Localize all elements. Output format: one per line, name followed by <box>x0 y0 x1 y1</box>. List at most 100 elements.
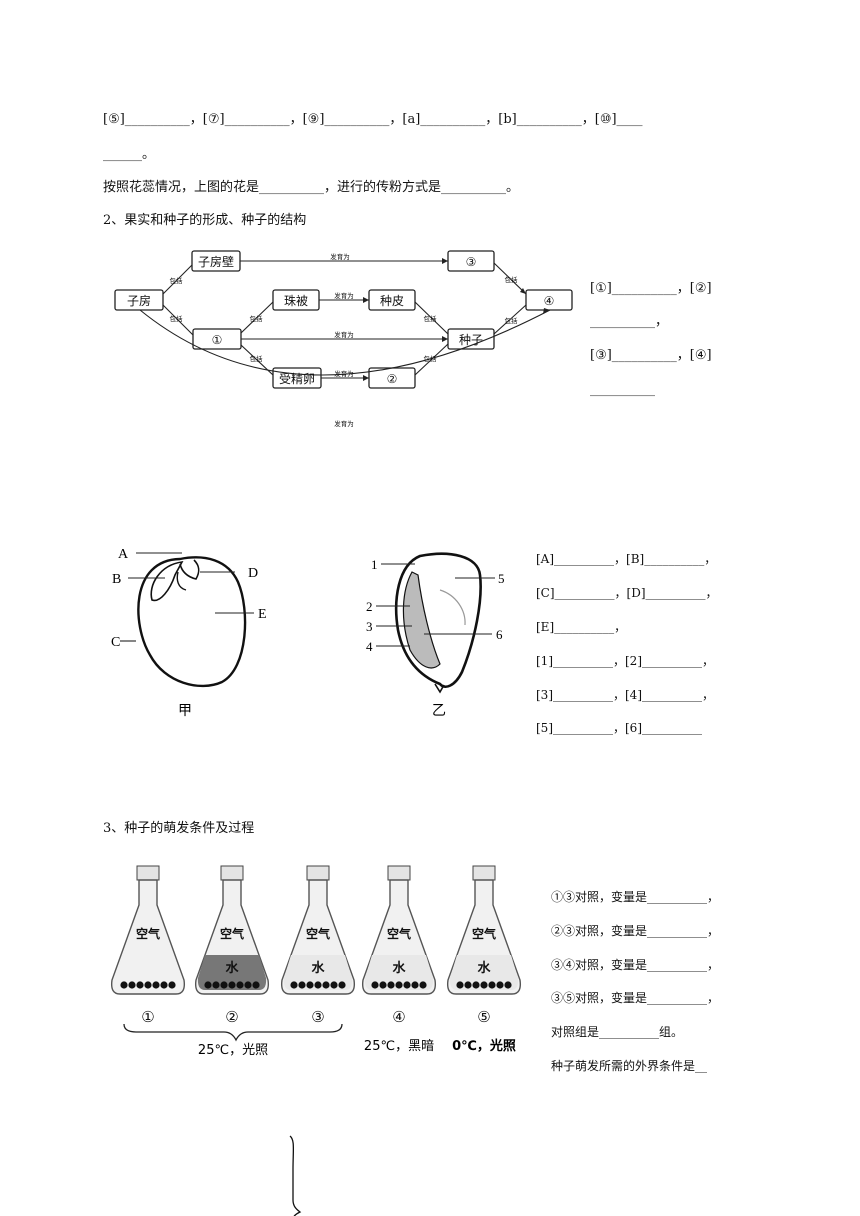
seed-dot <box>298 981 306 989</box>
label-includes-3: 包括 <box>250 314 264 323</box>
flow-blank-line4: __________ <box>590 382 655 397</box>
box-zygote: 受精卵 <box>279 372 315 386</box>
box-blank-1: ① <box>212 333 223 347</box>
flask-air-label: 空气 <box>220 926 244 941</box>
flask-2: 水 空气 ② <box>194 865 270 1026</box>
jia-label-e: E <box>258 607 267 622</box>
label-includes-8: 包括 <box>505 316 519 325</box>
seed-dot <box>252 981 260 989</box>
seed-dot <box>464 981 472 989</box>
fill-line-continuation: ______。 <box>103 147 156 162</box>
label-includes-2: 包括 <box>170 314 184 323</box>
fill-line-flower-parts: [⑤]__________，[⑦]__________，[⑨]_________… <box>103 112 643 127</box>
box-integument: 珠被 <box>284 294 308 308</box>
seed-dot <box>228 981 236 989</box>
condition-group-5: 0℃，光照 <box>452 1038 516 1054</box>
label-includes-4: 包括 <box>250 354 264 363</box>
fill-line-pollination: 按照花蕊情况，上图的花是__________，进行的传粉方式是_________… <box>103 180 520 195</box>
flask-water-label: 水 <box>225 960 239 976</box>
flow-blank-line3: [③]__________，[④] <box>590 348 712 363</box>
flask-4: 水 空气 ④ <box>361 865 437 1026</box>
seed-blank-line1: [A]__________，[B]__________， <box>536 552 717 566</box>
seed-dot <box>244 981 252 989</box>
flask-3: 水 空气 ③ <box>280 865 356 1026</box>
seed-dot <box>504 981 512 989</box>
seed-dot <box>480 981 488 989</box>
box-blank-3: ③ <box>466 255 477 269</box>
germ-blank-line4: ③⑤对照，变量是__________， <box>551 991 720 1005</box>
flask-water-label: 水 <box>392 960 406 976</box>
label-develops-5: 发育为 <box>334 419 354 428</box>
label-develops-3: 发育为 <box>334 330 354 339</box>
label-develops-2: 发育为 <box>334 291 354 300</box>
seed-dot <box>403 981 411 989</box>
seed-dot <box>236 981 244 989</box>
condition-group-123: 25℃，光照 <box>198 1043 268 1058</box>
flask-number: ② <box>225 1008 238 1026</box>
germ-blank-line6: 种子萌发所需的外界条件是__ <box>551 1059 708 1073</box>
condition-group-4: 25℃，黑暗 <box>364 1039 434 1054</box>
yi-label-2: 2 <box>366 599 373 614</box>
label-includes-6: 包括 <box>424 354 438 363</box>
germ-blank-line2: ②③对照，变量是__________， <box>551 924 720 938</box>
seed-dot <box>395 981 403 989</box>
seed-dot <box>488 981 496 989</box>
box-seed: 种子 <box>459 333 483 347</box>
box-blank-2: ② <box>387 372 398 386</box>
seed-dot <box>338 981 346 989</box>
seed-dot <box>330 981 338 989</box>
group-brace <box>123 1023 343 1042</box>
box-blank-4: ④ <box>544 294 555 308</box>
flow-blank-line1: [①]__________，[②] <box>590 281 712 296</box>
flask-air-label: 空气 <box>387 926 411 941</box>
jia-label-d: D <box>248 566 258 581</box>
label-develops-4: 发育为 <box>334 369 354 378</box>
seed-dot <box>387 981 395 989</box>
seed-blank-line3: [E]__________， <box>536 620 627 634</box>
flask-1: 空气① <box>110 865 186 1026</box>
seed-dot <box>204 981 212 989</box>
seed-dot <box>456 981 464 989</box>
seed-dot <box>379 981 387 989</box>
seed-dot <box>322 981 330 989</box>
box-ovary: 子房 <box>127 293 151 308</box>
seed-dot <box>496 981 504 989</box>
seed-dot <box>220 981 228 989</box>
jia-label-b: B <box>112 572 121 587</box>
section-title-germination: 3、种子的萌发条件及过程 <box>103 821 255 836</box>
seed-dot <box>306 981 314 989</box>
label-includes-7: 包括 <box>505 275 519 284</box>
yi-label-1: 1 <box>371 557 378 572</box>
yi-label-3: 3 <box>366 619 373 634</box>
seed-dot <box>419 981 427 989</box>
yi-caption: 乙 <box>432 703 446 719</box>
germ-blank-line3: ③④对照，变量是__________， <box>551 958 720 972</box>
yi-label-6: 6 <box>496 627 503 642</box>
box-seed-coat: 种皮 <box>380 294 404 308</box>
jia-label-c: C <box>111 635 120 650</box>
flask-water-label: 水 <box>311 960 325 976</box>
germ-blank-line1: ①③对照，变量是__________， <box>551 890 720 904</box>
seed-dot <box>371 981 379 989</box>
flask-number: ③ <box>311 1008 324 1026</box>
seed-dot <box>314 981 322 989</box>
flask-air-label: 空气 <box>136 926 160 941</box>
seed-dot <box>168 981 176 989</box>
flow-blank-line2: __________， <box>590 314 669 329</box>
yi-label-4: 4 <box>366 639 373 654</box>
seed-blank-line6: [5]__________，[6]__________ <box>536 721 702 735</box>
seed-dot <box>128 981 136 989</box>
box-ovary-wall: 子房壁 <box>198 254 234 269</box>
seed-dot <box>152 981 160 989</box>
seed-dot <box>212 981 220 989</box>
flask-air-label: 空气 <box>306 926 330 941</box>
label-includes-1: 包括 <box>170 276 184 285</box>
seed-dot <box>290 981 298 989</box>
seed-dot <box>472 981 480 989</box>
seed-dot <box>411 981 419 989</box>
flask-number: ④ <box>392 1008 405 1026</box>
